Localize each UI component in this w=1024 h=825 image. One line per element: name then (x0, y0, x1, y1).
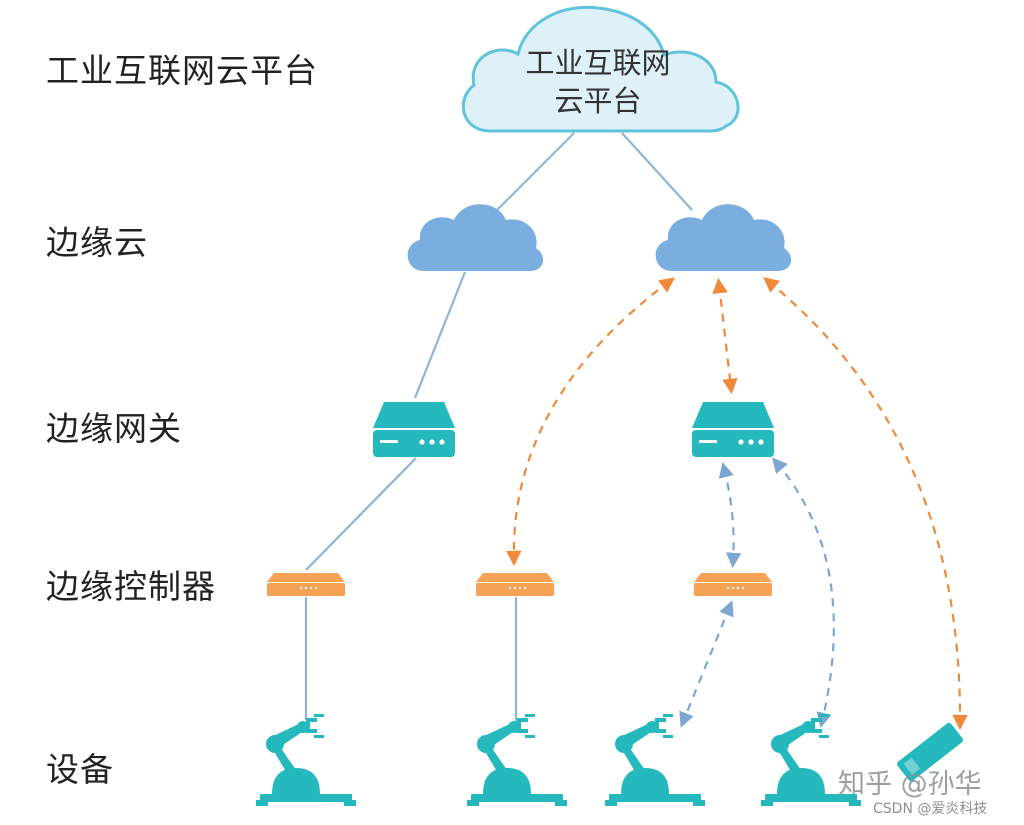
controller-icon-2 (476, 573, 554, 596)
link-gateway2-device4 (771, 457, 835, 728)
link-gateway2-controller3 (718, 462, 742, 569)
link-cloud1-gateway1 (413, 271, 467, 399)
link-cloud2-controller2 (506, 277, 675, 567)
link-gateway1-controller1 (305, 457, 417, 571)
platform-cloud-line2: 云平台 (554, 84, 641, 118)
robot-arm-icon-2 (467, 714, 567, 806)
tier-label-edge-controller: 边缘控制器 (46, 567, 216, 606)
link-cloud2-gateway2 (712, 277, 738, 395)
platform-cloud-line1: 工业互联网 (525, 46, 670, 80)
gateway-icon-left (373, 402, 455, 457)
edge-cloud-icon-right (655, 204, 792, 271)
link-controller3-device3 (679, 600, 734, 728)
zhihu-watermark: 知乎 @孙华 (838, 769, 982, 800)
tier-label-cloud-platform: 工业互联网云平台 (46, 51, 318, 90)
platform-cloud: 工业互联网 云平台 (461, 5, 740, 133)
tier-label-device: 设备 (46, 750, 114, 789)
controller-icon-1 (267, 573, 345, 596)
tier-label-edge-gateway: 边缘网关 (46, 409, 182, 448)
robot-arm-icon-3 (605, 714, 705, 806)
link-cloud2-device5 (763, 277, 968, 731)
tier-label-edge-cloud: 边缘云 (46, 223, 148, 262)
gateway-icon-right (692, 402, 774, 457)
csdn-watermark: CSDN @爱炎科技 (873, 801, 988, 817)
platform-cloud-icon (461, 5, 740, 133)
robot-arm-icon-1 (256, 714, 356, 806)
link-platform-cloud-1 (491, 132, 575, 216)
sensor-device-icon (897, 722, 963, 782)
edge-cloud-icon-left (407, 204, 544, 271)
link-platform-cloud-2 (621, 132, 693, 211)
controller-icon-3 (694, 573, 772, 596)
